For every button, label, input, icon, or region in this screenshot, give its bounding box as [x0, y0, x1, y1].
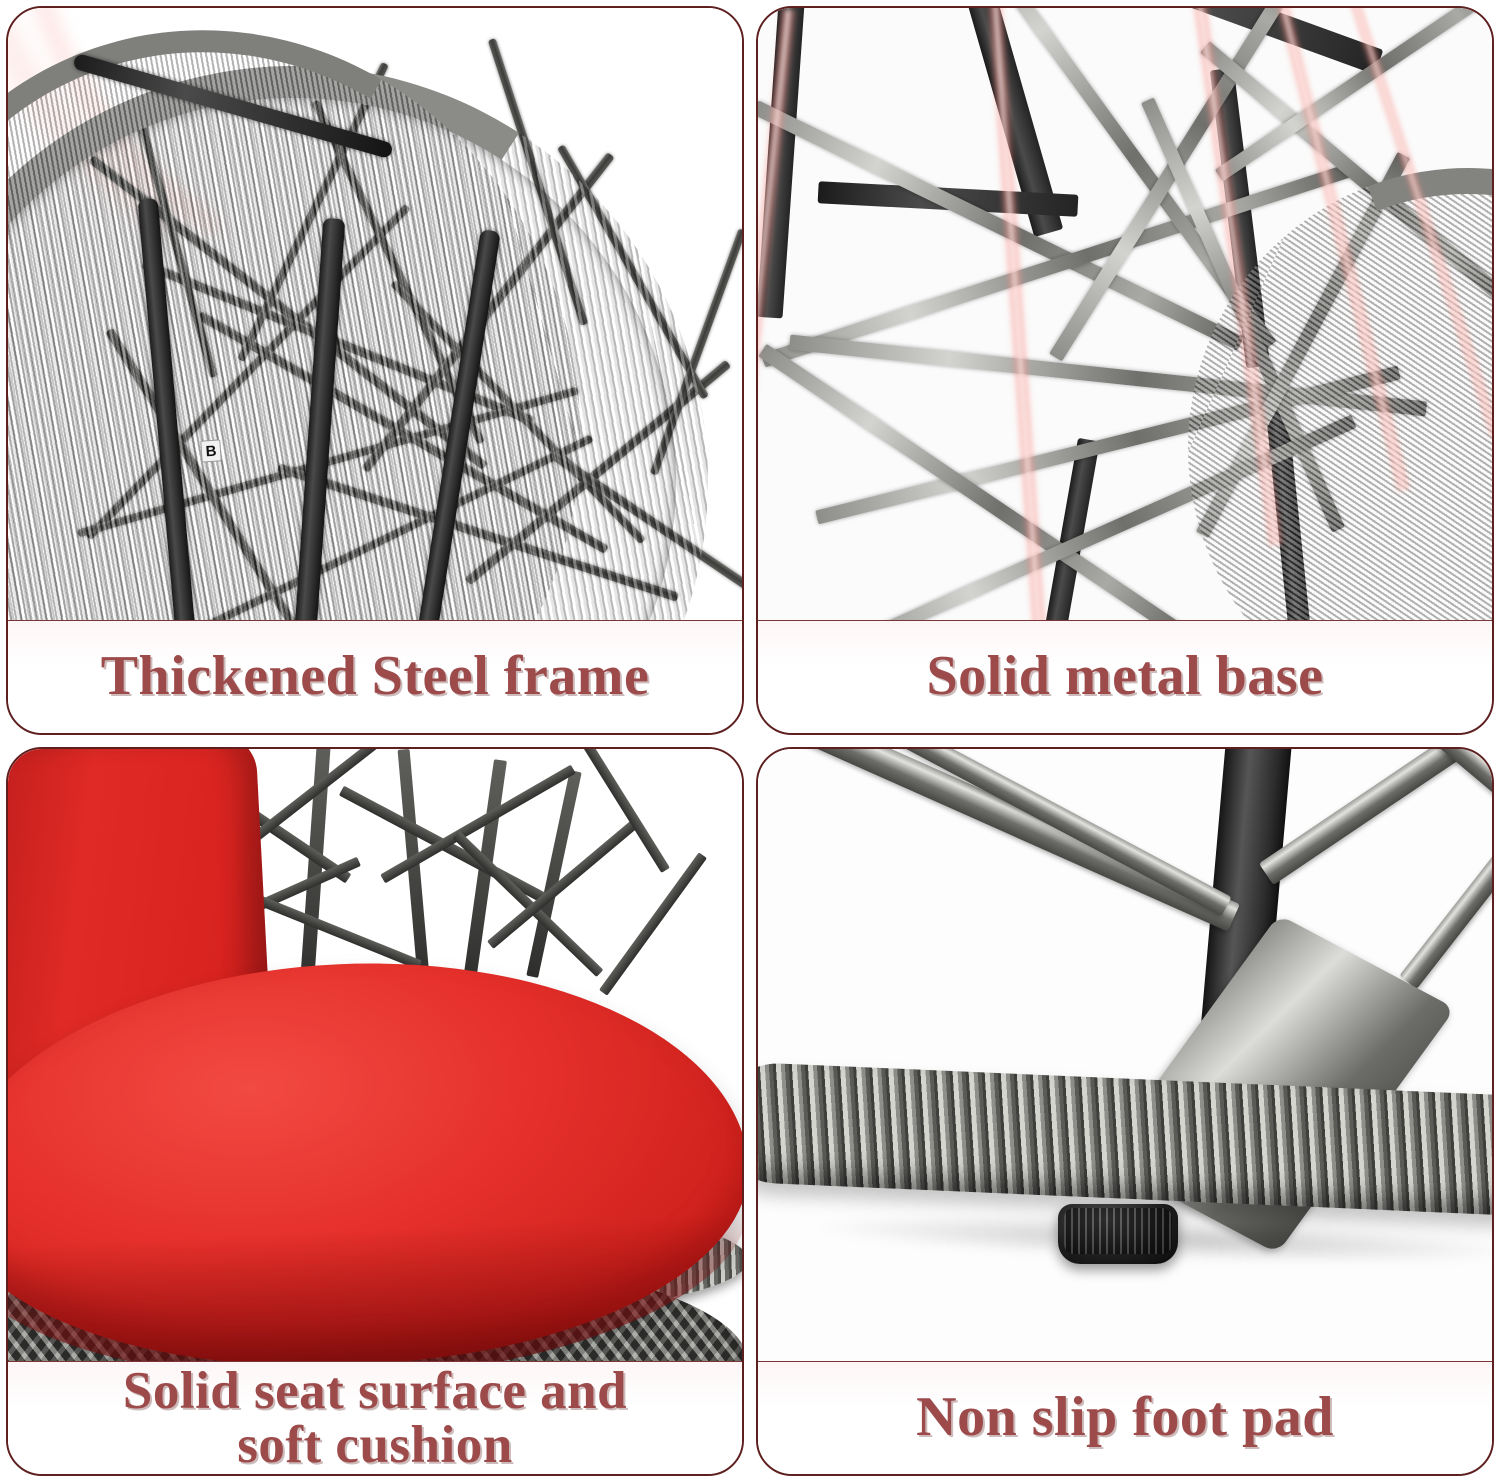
caption-seat-cushion: Solid seat surface and soft cushion — [122, 1361, 628, 1474]
photo-foot-pad — [758, 749, 1492, 1361]
caption-band-2: Solid metal base — [758, 620, 1492, 733]
caption-band-3: Solid seat surface and soft cushion — [8, 1361, 742, 1474]
non-slip-foot-pad — [1058, 1204, 1178, 1264]
photo-metal-base — [758, 8, 1492, 620]
caption-band-1: Thickened Steel frame — [8, 620, 742, 733]
feature-cell-2: Solid metal base — [750, 0, 1500, 741]
feature-card-steel-frame: B Thickened Steel frame — [6, 6, 744, 735]
photo-seat-cushion — [8, 749, 742, 1361]
caption-steel-frame: Thickened Steel frame — [100, 645, 650, 708]
caption-metal-base: Solid metal base — [926, 645, 1324, 708]
feature-cell-3: Solid seat surface and soft cushion — [0, 741, 750, 1482]
caption-band-4: Non slip foot pad — [758, 1361, 1492, 1474]
feature-cell-4: Non slip foot pad — [750, 741, 1500, 1482]
photo-steel-frame: B — [8, 8, 742, 620]
feature-card-metal-base: Solid metal base — [756, 6, 1494, 735]
feature-card-foot-pad: Non slip foot pad — [756, 747, 1494, 1476]
feature-card-seat-cushion: Solid seat surface and soft cushion — [6, 747, 744, 1476]
caption-foot-pad: Non slip foot pad — [916, 1386, 1334, 1449]
frame-marker-b: B — [200, 439, 222, 463]
feature-cell-1: B Thickened Steel frame — [0, 0, 750, 741]
